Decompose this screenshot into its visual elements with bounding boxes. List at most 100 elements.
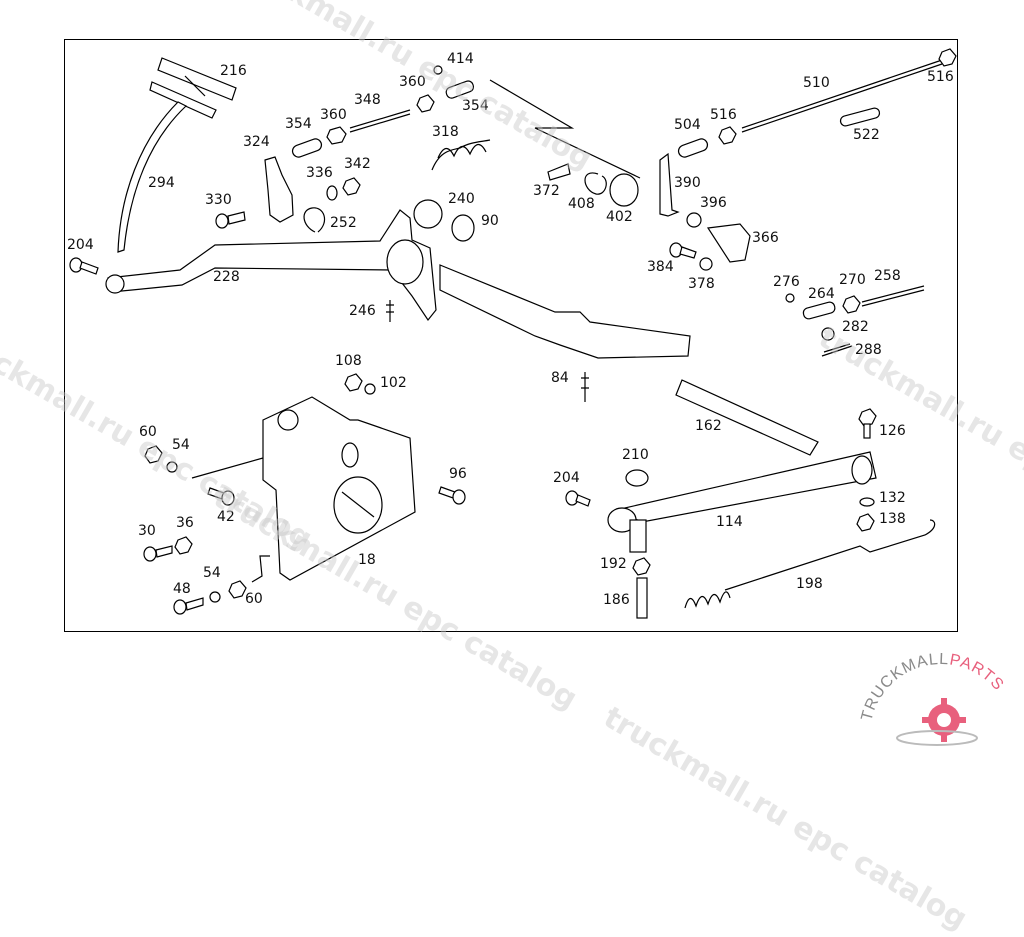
part-callout-276[interactable]: 276 <box>773 275 800 289</box>
flange-366 <box>708 224 750 262</box>
bolt-330 <box>216 212 245 228</box>
clevis-264 <box>802 301 836 320</box>
nut-342 <box>343 178 360 195</box>
cotter-pin-288 <box>822 344 852 356</box>
part-callout-516[interactable]: 516 <box>710 108 737 122</box>
part-callout-210[interactable]: 210 <box>622 448 649 462</box>
part-callout-162[interactable]: 162 <box>695 419 722 433</box>
part-callout-516[interactable]: 516 <box>927 70 954 84</box>
nut-60-b <box>229 581 246 598</box>
rod-258 <box>862 286 924 306</box>
part-callout-246[interactable]: 246 <box>349 304 376 318</box>
gear-icon <box>922 698 966 742</box>
part-callout-264[interactable]: 264 <box>808 287 835 301</box>
washer-378 <box>700 258 712 270</box>
part-callout-138[interactable]: 138 <box>879 512 906 526</box>
part-callout-54[interactable]: 54 <box>172 438 190 452</box>
part-callout-396[interactable]: 396 <box>700 196 727 210</box>
part-callout-408[interactable]: 408 <box>568 197 595 211</box>
nut-270 <box>843 296 860 313</box>
part-callout-510[interactable]: 510 <box>803 76 830 90</box>
nut-516-b <box>939 49 956 66</box>
part-callout-324[interactable]: 324 <box>243 135 270 149</box>
part-callout-336[interactable]: 336 <box>306 166 333 180</box>
part-callout-84[interactable]: 84 <box>551 371 569 385</box>
nut-60 <box>145 446 162 463</box>
part-callout-390[interactable]: 390 <box>674 176 701 190</box>
truckmall-parts-logo: TRUCKMALLPARTS <box>852 650 1022 750</box>
clevis-504 <box>677 137 709 159</box>
bolt-30 <box>144 546 172 561</box>
washer-54 <box>167 462 177 472</box>
ring-90 <box>452 215 474 241</box>
part-callout-504[interactable]: 504 <box>674 118 701 132</box>
part-callout-204[interactable]: 204 <box>67 238 94 252</box>
parts-drawing <box>0 0 1024 750</box>
part-callout-36[interactable]: 36 <box>176 516 194 530</box>
leader-line <box>490 80 640 178</box>
part-callout-228[interactable]: 228 <box>213 270 240 284</box>
clevis-354-b <box>445 80 475 100</box>
part-callout-18[interactable]: 18 <box>358 553 376 567</box>
part-callout-360[interactable]: 360 <box>399 75 426 89</box>
part-callout-384[interactable]: 384 <box>647 260 674 274</box>
nut-36 <box>175 537 192 554</box>
nut-138 <box>857 514 874 531</box>
part-callout-318[interactable]: 318 <box>432 125 459 139</box>
pin-522 <box>839 107 880 127</box>
lever-228 <box>106 210 436 320</box>
part-callout-354[interactable]: 354 <box>462 99 489 113</box>
part-callout-42[interactable]: 42 <box>217 510 235 524</box>
part-callout-48[interactable]: 48 <box>173 582 191 596</box>
nut-516 <box>719 127 736 144</box>
pin-414 <box>434 66 442 74</box>
part-callout-522[interactable]: 522 <box>853 128 880 142</box>
part-callout-252[interactable]: 252 <box>330 216 357 230</box>
part-callout-270[interactable]: 270 <box>839 273 866 287</box>
part-callout-354[interactable]: 354 <box>285 117 312 131</box>
nut-360-b <box>417 95 434 112</box>
part-callout-414[interactable]: 414 <box>447 52 474 66</box>
part-callout-294[interactable]: 294 <box>148 176 175 190</box>
part-callout-372[interactable]: 372 <box>533 184 560 198</box>
grease-nipple-246 <box>386 300 394 322</box>
part-callout-54[interactable]: 54 <box>203 566 221 580</box>
part-callout-132[interactable]: 132 <box>879 491 906 505</box>
part-callout-366[interactable]: 366 <box>752 231 779 245</box>
part-callout-186[interactable]: 186 <box>603 593 630 607</box>
part-callout-60[interactable]: 60 <box>139 425 157 439</box>
part-callout-90[interactable]: 90 <box>481 214 499 228</box>
part-callout-360[interactable]: 360 <box>320 108 347 122</box>
part-callout-288[interactable]: 288 <box>855 343 882 357</box>
ring-402 <box>610 174 638 206</box>
bracket-18 <box>263 397 415 580</box>
part-callout-96[interactable]: 96 <box>449 467 467 481</box>
part-callout-216[interactable]: 216 <box>220 64 247 78</box>
part-callout-30[interactable]: 30 <box>138 524 156 538</box>
part-callout-114[interactable]: 114 <box>716 515 743 529</box>
part-callout-198[interactable]: 198 <box>796 577 823 591</box>
part-callout-282[interactable]: 282 <box>842 320 869 334</box>
rod-348 <box>350 110 410 132</box>
part-callout-108[interactable]: 108 <box>335 354 362 368</box>
part-callout-258[interactable]: 258 <box>874 269 901 283</box>
part-callout-204[interactable]: 204 <box>553 471 580 485</box>
part-callout-342[interactable]: 342 <box>344 157 371 171</box>
part-callout-126[interactable]: 126 <box>879 424 906 438</box>
part-callout-402[interactable]: 402 <box>606 210 633 224</box>
spring-318 <box>432 140 490 170</box>
nut-360 <box>327 127 346 144</box>
logo-text-secondary: PARTS <box>948 652 1007 695</box>
part-callout-192[interactable]: 192 <box>600 557 627 571</box>
bolt-42 <box>208 488 234 505</box>
part-callout-378[interactable]: 378 <box>688 277 715 291</box>
part-callout-102[interactable]: 102 <box>380 376 407 390</box>
part-callout-348[interactable]: 348 <box>354 93 381 107</box>
pedal-shaft <box>440 265 690 358</box>
spacer-210 <box>626 470 648 486</box>
part-callout-330[interactable]: 330 <box>205 193 232 207</box>
part-callout-60[interactable]: 60 <box>245 592 263 606</box>
part-callout-240[interactable]: 240 <box>448 192 475 206</box>
bolt-126 <box>859 409 876 438</box>
washer-54-b <box>210 592 220 602</box>
